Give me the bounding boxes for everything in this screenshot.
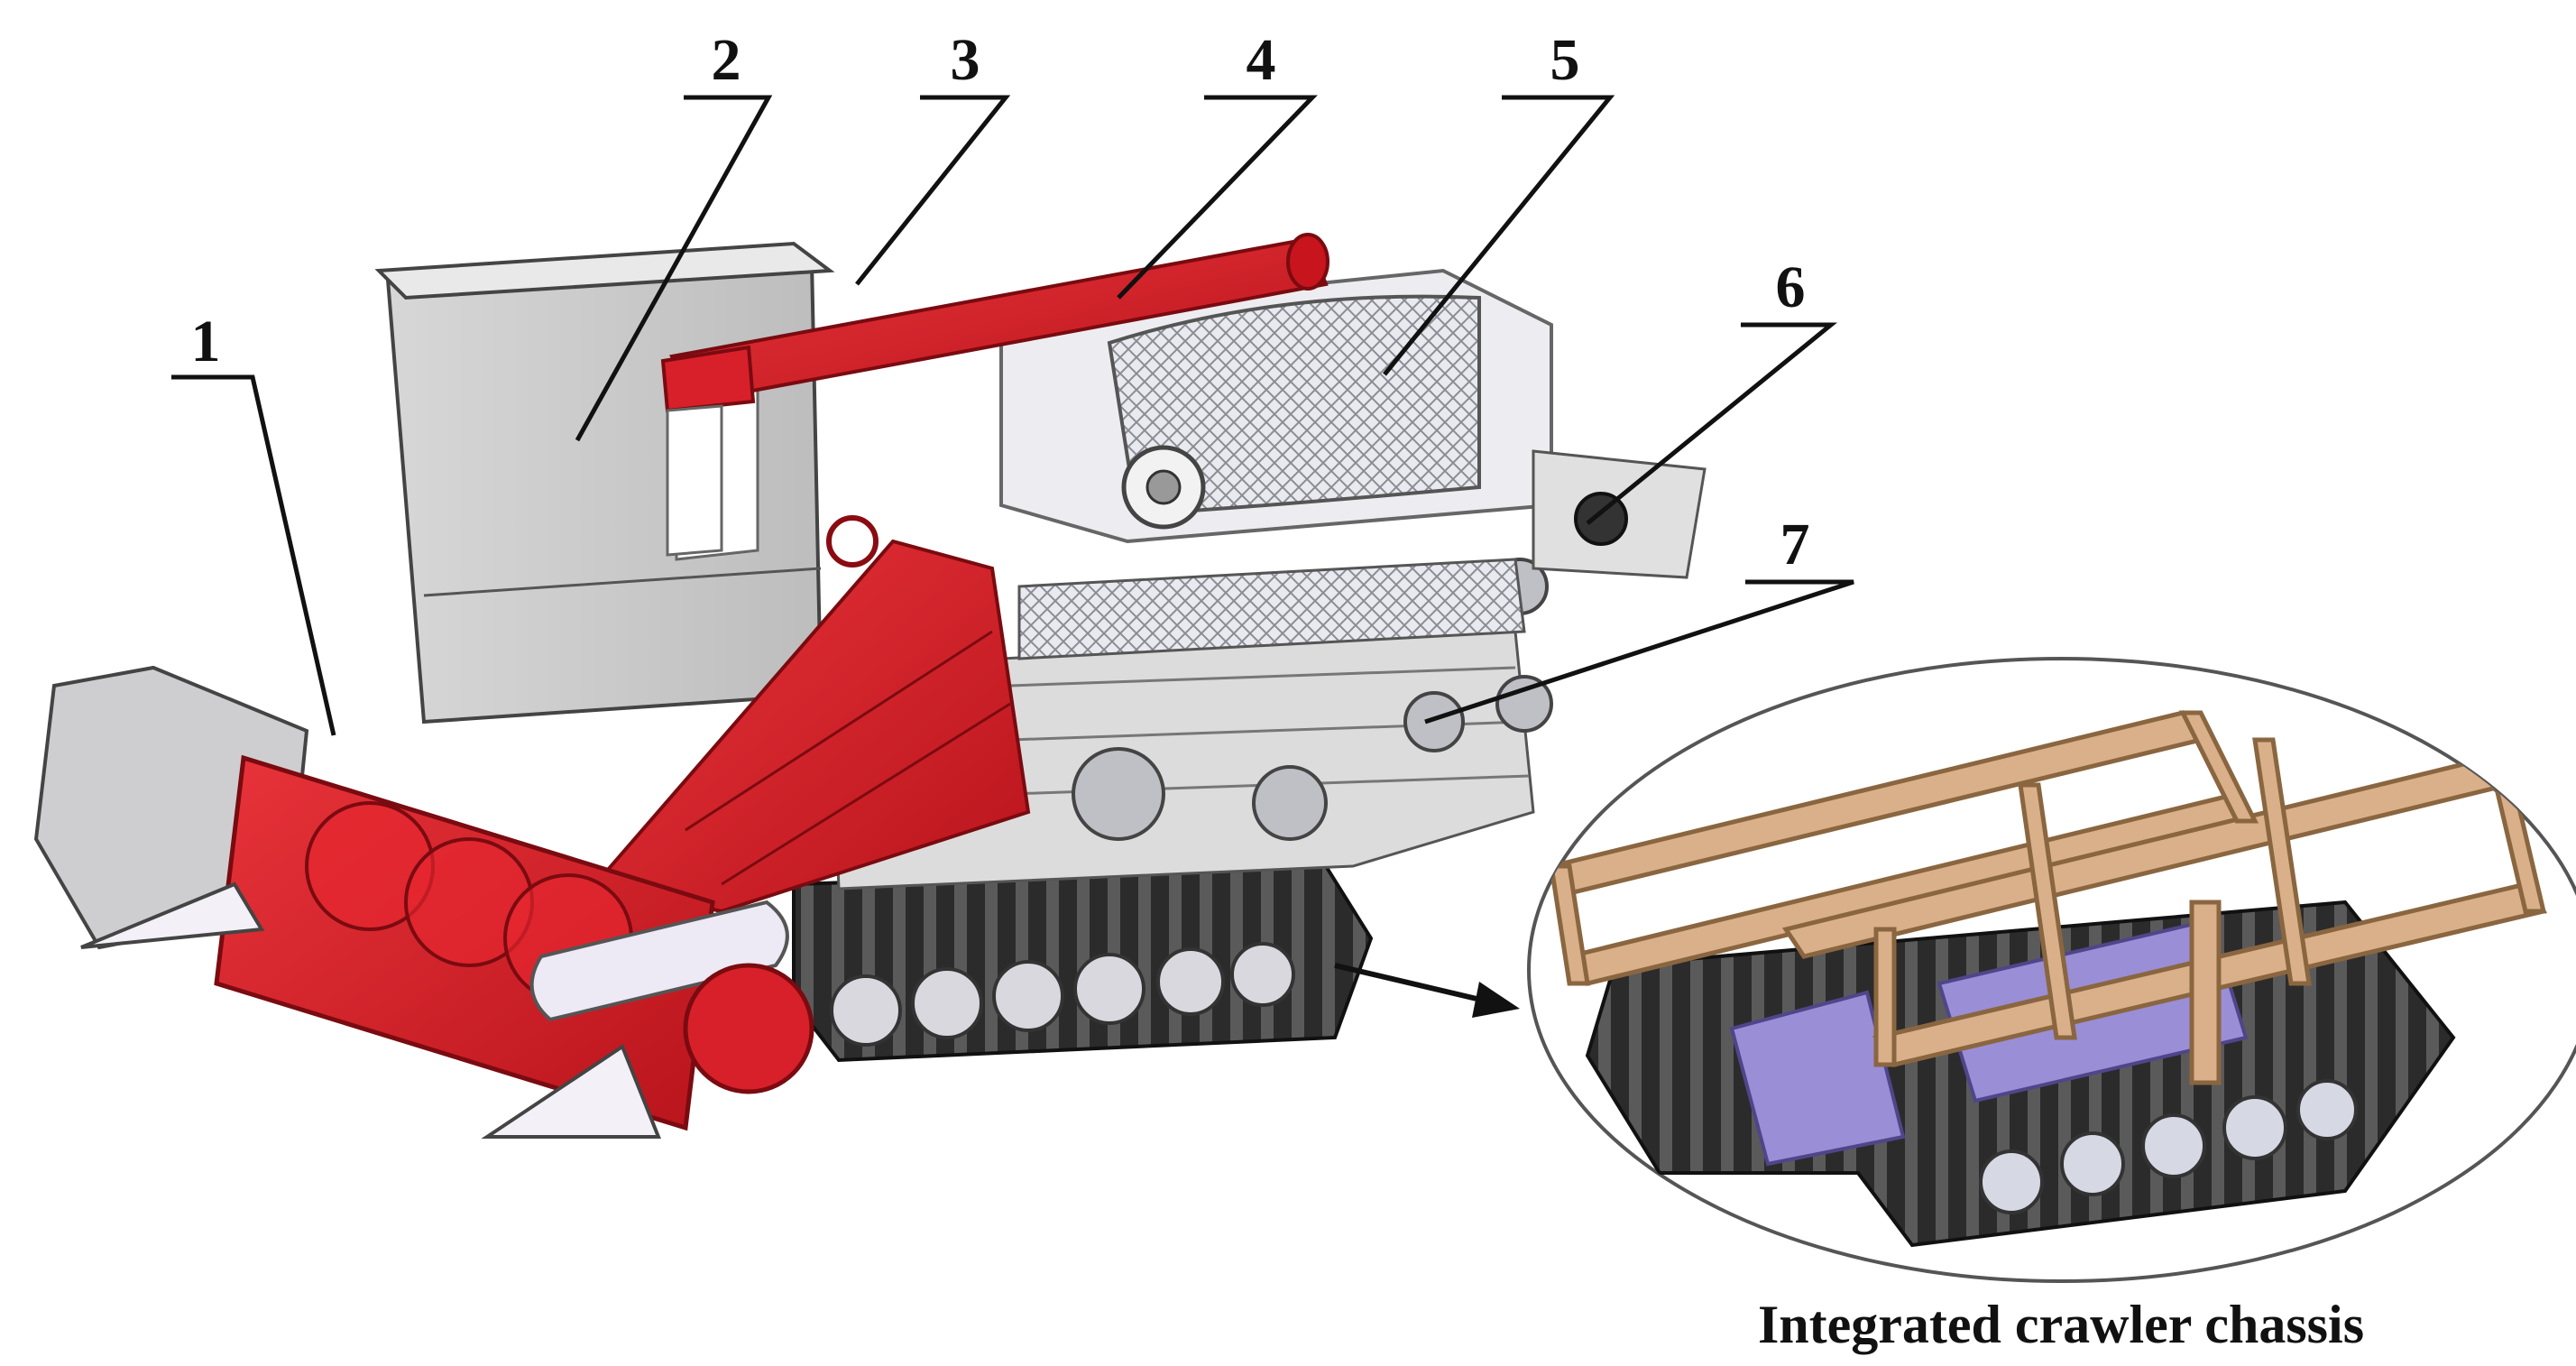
callout-lines [171,95,1854,736]
cutting-header [33,665,814,1139]
callout-4: 4 [1247,27,1276,93]
inset-arrow [1334,963,1520,1018]
callout-3: 3 [951,27,980,93]
combine-harvester-model [33,233,1707,1139]
grain-auger [660,233,1329,557]
inset-caption: Integrated crawler chassis [1758,1295,2364,1354]
callout-5: 5 [1550,27,1580,93]
crawler-chassis-inset: Integrated crawler chassis [1527,657,2576,1354]
crawler-track [792,863,1374,1063]
callout-1: 1 [191,309,221,374]
callout-2: 2 [712,27,741,93]
callout-6: 6 [1776,254,1806,320]
callout-7: 7 [1780,512,1810,577]
callout-numbers: 1 2 3 4 5 6 7 [191,27,1810,577]
